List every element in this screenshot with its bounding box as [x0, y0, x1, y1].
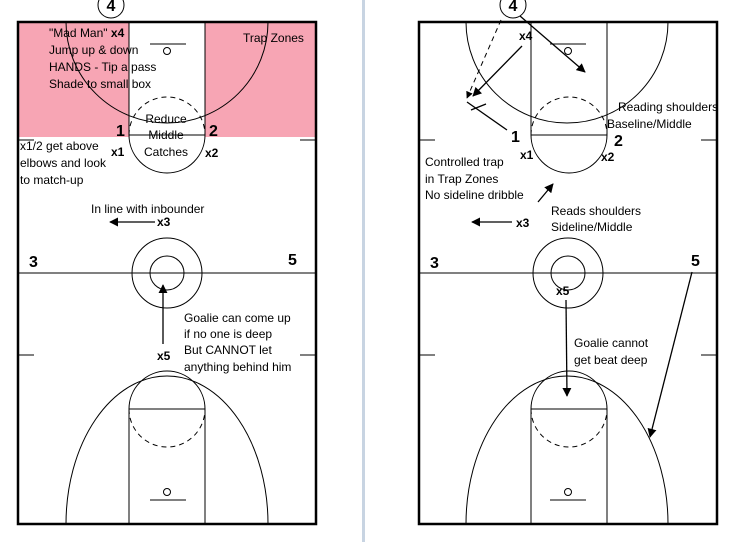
defender-x2: x2	[205, 146, 219, 160]
defender-x5: x5	[157, 349, 171, 363]
reading-note-line2: Baseline/Middle	[607, 117, 692, 131]
left-court-panel: 4 "Mad Man" x4 Jump up & down HANDS - Ti…	[16, 0, 318, 526]
mad-man-line2: Jump up & down	[49, 43, 138, 57]
offense-player-3: 3	[29, 254, 38, 271]
reading-note-line1: Reading shoulders	[618, 100, 718, 114]
trap-note-line1: Controlled trap	[425, 155, 504, 169]
trap-note-line3: No sideline dribble	[425, 188, 524, 202]
goalie-note-line1: Goalie cannot	[574, 336, 649, 350]
offense-player-5: 5	[691, 253, 700, 270]
defender-x2: x2	[601, 150, 615, 164]
offense-player-1: 1	[511, 129, 520, 146]
lane-bottom	[128, 408, 206, 525]
defender-x1: x1	[520, 148, 534, 162]
lane-top	[530, 21, 608, 136]
center-circle-inner	[550, 255, 586, 291]
reads-note-line2: Sideline/Middle	[551, 220, 633, 234]
inline-note: In line with inbounder	[91, 202, 204, 216]
basket-bottom	[564, 488, 572, 496]
inbound-pass-arrow	[466, 19, 502, 99]
defender-x3: x3	[157, 215, 171, 229]
goalie-note-line2: get beat deep	[574, 353, 648, 367]
free-throw-circle-bottom-solid	[530, 370, 608, 410]
three-point-arc-top	[465, 21, 669, 124]
free-throw-circle-bottom-solid	[128, 370, 206, 410]
basket-bottom	[163, 488, 171, 496]
defender-x4: x4	[519, 29, 533, 43]
trap-note-line2: in Trap Zones	[425, 172, 498, 186]
defender-x1: x1	[111, 145, 125, 159]
mad-man-label: "Mad Man" x4	[49, 26, 125, 40]
goalie-note-line1: Goalie can come up	[184, 311, 291, 325]
player1-cut	[466, 101, 508, 131]
reads-note-line1: Reads shoulders	[551, 204, 641, 218]
player5-deep-cut	[647, 271, 693, 438]
three-point-arc-bottom	[65, 375, 269, 525]
x3-up-arrow	[537, 183, 554, 203]
reduce-note-line1: Reduce	[145, 112, 187, 126]
x4-trap-arrow	[472, 45, 523, 97]
defender-x5: x5	[556, 284, 570, 298]
reduce-note-line3: Catches	[144, 145, 188, 159]
basket-top	[564, 47, 572, 55]
screen-mark	[470, 103, 487, 111]
free-throw-circle-bottom-dashed	[128, 408, 206, 448]
panel-divider	[362, 0, 365, 542]
right-court-panel: 4 x4 Reading shoulders Baseline/Middle 1…	[417, 0, 719, 526]
free-throw-circle-top-dashed	[530, 96, 608, 136]
x4-arrow	[519, 15, 586, 73]
goalie-note-line4: anything behind him	[184, 360, 291, 374]
inbounder-number: 4	[107, 0, 116, 15]
three-point-arc-bottom	[465, 375, 669, 525]
offense-player-5: 5	[288, 252, 297, 269]
elbows-note-line2: elbows and look	[20, 156, 107, 170]
lane-bottom	[530, 408, 608, 525]
free-throw-circle-top-solid	[128, 134, 206, 174]
center-circle-outer	[131, 237, 203, 309]
free-throw-circle-bottom-dashed	[530, 408, 608, 448]
trap-zone-right	[205, 22, 316, 137]
mad-man-line3: HANDS - Tip a pass	[49, 60, 156, 74]
offense-player-2: 2	[209, 123, 218, 140]
elbows-note-line1: x1/2 get above	[20, 139, 99, 153]
offense-player-3: 3	[430, 255, 439, 272]
free-throw-circle-top-dashed	[128, 96, 206, 136]
goalie-note-line3: But CANNOT let	[184, 343, 272, 357]
elbows-note-line3: to match-up	[20, 173, 84, 187]
offense-player-1: 1	[116, 123, 125, 140]
basket-top	[163, 47, 171, 55]
goalie-note-line2: if no one is deep	[184, 327, 272, 341]
x5-arrow	[562, 299, 572, 397]
trap-zones-label: Trap Zones	[243, 31, 304, 45]
offense-player-2: 2	[614, 133, 623, 150]
mad-man-line4: Shade to small box	[49, 77, 151, 91]
center-circle-outer	[532, 237, 604, 309]
free-throw-circle-top-solid	[530, 134, 608, 174]
reduce-note-line2: Middle	[148, 128, 184, 142]
inbounder-number: 4	[509, 0, 518, 15]
three-point-arc-top	[65, 21, 269, 124]
inbounder-badge	[97, 0, 125, 19]
inbounder-badge	[499, 0, 527, 19]
defender-x3: x3	[516, 216, 530, 230]
trap-zone-left	[19, 22, 129, 137]
